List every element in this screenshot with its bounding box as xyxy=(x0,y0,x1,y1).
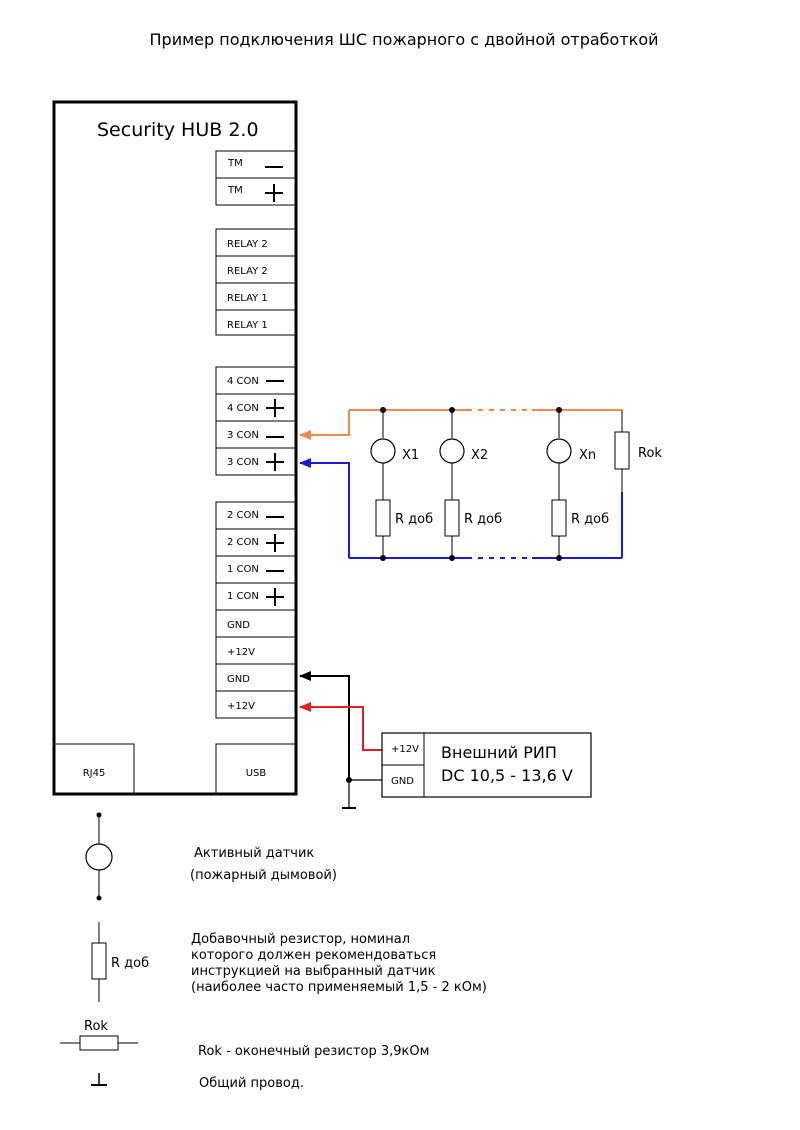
psu-plus-label: +12V xyxy=(391,744,419,755)
branch-x1: X1 R доб xyxy=(370,407,433,561)
resistor-add-1-icon xyxy=(375,499,391,537)
svg-text:4 CON: 4 CON xyxy=(227,376,259,387)
external-psu: +12V GND Внешний РИП DC 10,5 - 13,6 V xyxy=(381,732,592,798)
terminal-con3-plus: 3 CON xyxy=(227,453,284,471)
legend-resistor-add-icon xyxy=(91,942,107,980)
svg-text:1 CON: 1 CON xyxy=(227,564,259,575)
terminal-relay1-a: RELAY 1 xyxy=(227,293,268,304)
terminal-tm-plus: TM xyxy=(227,184,283,202)
sensor-x1-label: X1 xyxy=(402,448,419,463)
blue-wire xyxy=(299,458,623,559)
svg-text:3 CON: 3 CON xyxy=(227,430,259,441)
resistor-end-icon xyxy=(614,431,630,470)
terminal-relay2-b: RELAY 2 xyxy=(227,266,268,277)
terminal-con2-plus: 2 CON xyxy=(227,534,284,552)
terminal-gnd-2: GND xyxy=(227,674,250,685)
terminal-con4-minus: 4 CON xyxy=(227,376,284,387)
hub-device: Security HUB 2.0 TM TM RELAY 2 RELAY 2 R… xyxy=(52,100,298,796)
terminal-con2-minus: 2 CON xyxy=(227,510,284,521)
resistor-add-2-icon xyxy=(444,499,460,537)
terminal-con1-minus: 1 CON xyxy=(227,564,284,575)
resistor-end: Rok xyxy=(614,410,662,492)
psu-name-line2: DC 10,5 - 13,6 V xyxy=(441,766,573,785)
sensor-x2-icon xyxy=(439,438,465,464)
legend-sensor-icon xyxy=(85,843,113,871)
sensor-x2-label: X2 xyxy=(471,448,488,463)
svg-text:2 CON: 2 CON xyxy=(227,510,259,521)
terminal-relay2-a: RELAY 2 xyxy=(227,239,268,250)
svg-text:TM: TM xyxy=(227,185,243,196)
legend-resistor-desc-1: Добавочный резистор, номинал xyxy=(191,932,410,947)
diagram-title: Пример подключения ШС пожарного с двойно… xyxy=(150,30,659,49)
terminal-relay1-b: RELAY 1 xyxy=(227,320,268,331)
port-rj45: RJ45 xyxy=(83,768,106,779)
terminal-con3-minus: 3 CON xyxy=(227,430,284,441)
legend-ground-desc: Общий провод. xyxy=(199,1076,304,1091)
legend-sensor-line2: (пожарный дымовой) xyxy=(190,868,337,883)
legend-resistor-end-desc: Rok - оконечный резистор 3,9кОм xyxy=(198,1044,429,1059)
terminal-tm-minus: TM xyxy=(227,158,283,169)
legend-resistor-end-icon xyxy=(79,1035,119,1051)
psu-gnd-label: GND xyxy=(391,776,414,787)
terminal-con1-plus: 1 CON xyxy=(227,588,284,606)
hub-name: Security HUB 2.0 xyxy=(97,119,259,141)
resistor-add-2-label: R доб xyxy=(464,512,502,527)
legend-resistor-desc-4: (наиболее часто применяемый 1,5 - 2 кОм) xyxy=(191,980,487,995)
sensor-xn-label: Xn xyxy=(579,448,596,463)
terminal-gnd-1: GND xyxy=(227,620,250,631)
svg-text:2 CON: 2 CON xyxy=(227,537,259,548)
legend: Активный датчик (пожарный дымовой) R доб… xyxy=(60,812,487,1091)
port-usb: USB xyxy=(246,768,267,779)
terminal-con4-plus: 4 CON xyxy=(227,399,284,417)
terminal-12v-2: +12V xyxy=(227,701,255,712)
sensor-x1-icon xyxy=(370,438,396,464)
svg-text:1 CON: 1 CON xyxy=(227,591,259,602)
resistor-end-label: Rok xyxy=(638,446,662,461)
resistor-add-3-icon xyxy=(551,499,567,537)
legend-resistor-add-label: R доб xyxy=(111,956,149,971)
terminal-12v-1: +12V xyxy=(227,647,255,658)
svg-text:4 CON: 4 CON xyxy=(227,403,259,414)
branch-x2: X2 R доб xyxy=(439,407,502,561)
resistor-add-3-label: R доб xyxy=(571,512,609,527)
legend-resistor-end-label: Rok xyxy=(84,1019,108,1034)
legend-resistor-desc-3: инструкцией на выбранный датчик xyxy=(191,964,436,979)
legend-sensor-line1: Активный датчик xyxy=(194,846,314,861)
legend-resistor-desc-2: которого должен рекомендоваться xyxy=(191,948,436,963)
power-wires xyxy=(299,671,382,809)
sensor-xn-icon xyxy=(546,438,572,464)
svg-text:TM: TM xyxy=(227,158,243,169)
psu-name-line1: Внешний РИП xyxy=(441,743,557,762)
resistor-add-1-label: R доб xyxy=(395,512,433,527)
orange-wire xyxy=(299,409,622,440)
svg-text:3 CON: 3 CON xyxy=(227,457,259,468)
branch-xn: Xn R доб xyxy=(546,407,609,561)
